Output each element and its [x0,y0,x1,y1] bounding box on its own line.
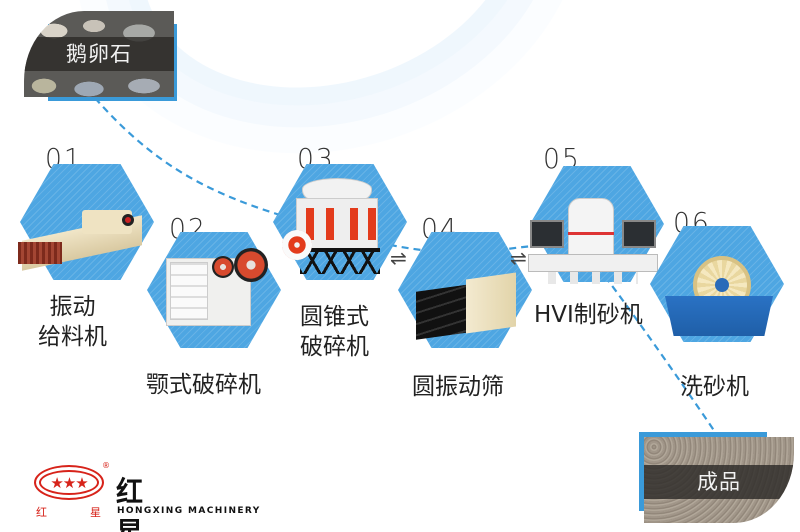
output-product-image: 成品 [644,437,794,523]
vibrating-screen-image [416,272,526,340]
vibrating-feeder-image [18,200,152,271]
brand-name-cn: 红星机器 [116,476,146,532]
input-material-label: 鹅卵石 [24,37,174,71]
step-label-03: 圆锥式 破碎机 [300,304,369,360]
input-material-image: 鹅卵石 [24,11,174,97]
step-label-06: 洗砂机 [680,374,749,400]
double-arrow-icon: ⇌ [390,246,407,270]
brand-small-char-left: 红 [36,506,47,519]
registered-mark: ® [102,461,110,470]
step-label-05: HVI制砂机 [534,302,643,328]
step-label-01: 振动 给料机 [38,294,107,350]
jaw-crusher-image [166,248,268,338]
double-arrow-icon: ⇌ [510,246,527,270]
sand-washer-image [665,256,785,341]
step-label-04: 圆振动筛 [412,374,504,400]
cone-crusher-image [282,178,394,278]
step-label-02: 颚式破碎机 [146,372,261,398]
vsi-sand-maker-image [528,198,663,288]
brand-name-en: HONGXING MACHINERY [117,506,261,516]
brand-small-char-right: 星 [90,506,101,519]
star-oval-icon: ★★★ [34,465,104,500]
output-product-label: 成品 [644,465,794,499]
